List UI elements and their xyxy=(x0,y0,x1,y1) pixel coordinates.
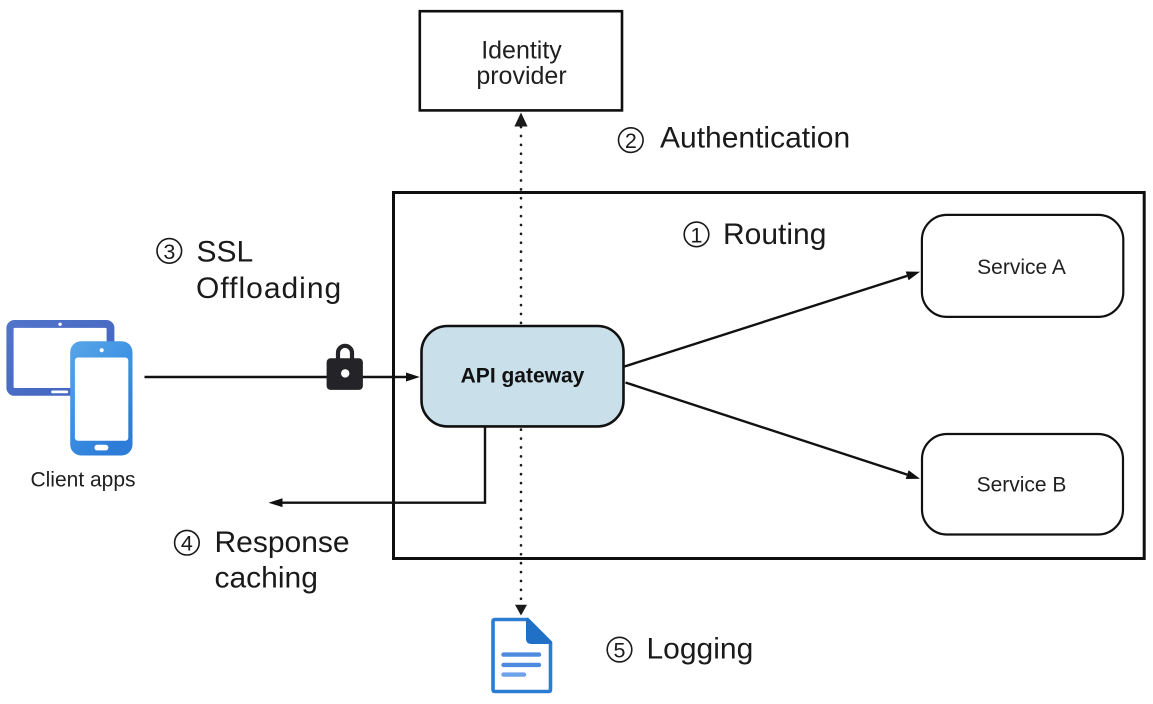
svg-text:4: 4 xyxy=(181,532,193,556)
svg-text:Response: Response xyxy=(215,526,350,559)
svg-text:Offloading: Offloading xyxy=(196,272,342,305)
svg-text:SSL: SSL xyxy=(197,236,254,269)
svg-text:caching: caching xyxy=(215,562,318,595)
svg-text:Logging: Logging xyxy=(647,633,754,666)
svg-text:Service A: Service A xyxy=(977,256,1066,279)
svg-text:Authentication: Authentication xyxy=(660,122,850,155)
svg-text:3: 3 xyxy=(163,240,175,264)
svg-text:2: 2 xyxy=(625,129,637,153)
svg-text:Service B: Service B xyxy=(977,474,1067,497)
svg-text:provider: provider xyxy=(476,62,566,90)
svg-text:Client apps: Client apps xyxy=(30,469,135,492)
svg-text:Identity: Identity xyxy=(481,36,562,64)
svg-text:Routing: Routing xyxy=(723,218,826,251)
svg-text:1: 1 xyxy=(691,223,703,247)
svg-text:API gateway: API gateway xyxy=(461,364,585,387)
svg-text:5: 5 xyxy=(614,639,626,663)
